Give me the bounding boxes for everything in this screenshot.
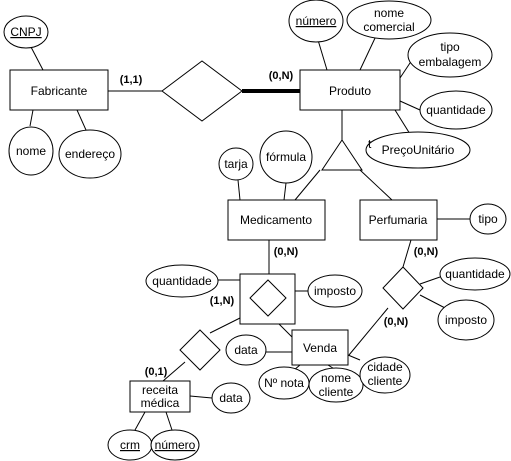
- attribute-tipo[interactable]: tipo: [469, 203, 507, 235]
- attribute-nome-label: nome: [16, 144, 46, 158]
- attribute-numero-receita[interactable]: número: [150, 429, 200, 461]
- attribute-tarja[interactable]: tarja: [218, 147, 254, 181]
- attribute-imposto-perf-label: imposto: [445, 313, 487, 327]
- attribute-cnpj-label: CNPJ: [10, 25, 41, 39]
- attribute-n-nota[interactable]: Nº nota: [258, 366, 310, 400]
- entity-medicamento-label: Medicamento: [240, 213, 312, 227]
- attribute-nome-cliente[interactable]: nome cliente: [308, 367, 364, 403]
- attribute-imposto-perf[interactable]: imposto: [437, 299, 495, 341]
- attribute-data-venda-label: data: [234, 343, 258, 357]
- entity-perfumaria-label: Perfumaria: [369, 213, 428, 227]
- entity-produto-label: Produto: [329, 84, 371, 98]
- entity-venda[interactable]: Venda: [291, 329, 349, 366]
- attribute-data-venda[interactable]: data: [225, 334, 267, 366]
- attribute-cidade-cliente-line2: cliente: [368, 374, 403, 388]
- attribute-formula-label: fórmula: [266, 150, 306, 164]
- attribute-quantidade-perf[interactable]: quantidade: [439, 257, 511, 291]
- attribute-quantidade-label: quantidade: [426, 103, 486, 117]
- attribute-cidade-cliente-line1: cidade: [367, 360, 403, 374]
- attribute-data-receita[interactable]: data: [211, 382, 251, 414]
- entity-receita-line1: receita: [142, 383, 178, 397]
- attribute-preco-unitario-label: PreçoUnitário: [382, 143, 455, 157]
- attribute-numero-produto[interactable]: número: [288, 0, 344, 43]
- attribute-quantidade-med[interactable]: quantidade: [145, 264, 219, 298]
- attribute-endereco[interactable]: endereço: [58, 129, 122, 179]
- specialization-triangle[interactable]: [321, 139, 363, 171]
- cardinality-produto: (0,N): [269, 70, 294, 82]
- cardinality-receita: (0,1): [145, 366, 168, 378]
- cardinality-venda-med: (1,N): [210, 295, 235, 307]
- relationship-receita-venda[interactable]: [179, 329, 221, 371]
- cardinality-venda-perf: (0,N): [384, 316, 409, 328]
- entity-receita-line2: médica: [141, 396, 180, 410]
- attribute-nome-comercial-line1: nome: [374, 6, 404, 20]
- attribute-quantidade-med-label: quantidade: [152, 274, 212, 288]
- attribute-crm[interactable]: crm: [107, 429, 153, 461]
- attribute-imposto-med-label: imposto: [314, 284, 356, 298]
- entity-medicamento[interactable]: Medicamento: [227, 199, 326, 241]
- attribute-tipo-embalagem[interactable]: tipo embalagem: [407, 32, 493, 78]
- attribute-tarja-label: tarja: [224, 157, 248, 171]
- attribute-cnpj[interactable]: CNPJ: [3, 15, 49, 49]
- attribute-nome-cliente-line1: nome: [321, 371, 351, 385]
- entity-fabricante[interactable]: Fabricante: [9, 69, 109, 111]
- cardinality-fabricante: (1,1): [120, 74, 143, 86]
- attribute-quantidade-produto[interactable]: quantidade: [419, 90, 493, 130]
- relationship-medicamento-venda[interactable]: [239, 273, 296, 325]
- entity-venda-label: Venda: [303, 341, 337, 355]
- attribute-tipo-label: tipo: [478, 212, 498, 226]
- attribute-preco-unitario[interactable]: PreçoUnitário: [365, 131, 471, 169]
- attribute-tipo-embalagem-line1: tipo: [440, 40, 460, 54]
- relationship-perfumaria-venda[interactable]: [382, 266, 424, 310]
- relationship-fabricante-produto[interactable]: [161, 60, 243, 122]
- entity-receita-medica[interactable]: receita médica: [129, 380, 191, 413]
- attribute-crm-label: crm: [120, 438, 140, 452]
- attribute-nome-comercial[interactable]: nome comercial: [346, 0, 432, 40]
- entity-fabricante-label: Fabricante: [31, 84, 88, 98]
- attribute-numero-receita-label: número: [155, 438, 196, 452]
- cardinality-perfumaria: (0,N): [414, 246, 439, 258]
- entity-perfumaria[interactable]: Perfumaria: [359, 199, 438, 241]
- attribute-cidade-cliente[interactable]: cidade cliente: [359, 356, 411, 394]
- attribute-nome-comercial-line2: comercial: [363, 20, 414, 34]
- attribute-data-receita-label: data: [219, 391, 243, 405]
- attribute-imposto-med[interactable]: imposto: [307, 274, 363, 308]
- attribute-quantidade-perf-label: quantidade: [445, 267, 505, 281]
- cardinality-medicamento: (0,N): [274, 246, 299, 258]
- specialization-label: t: [368, 137, 372, 151]
- attribute-endereco-label: endereço: [65, 147, 115, 161]
- attribute-n-nota-label: Nº nota: [264, 376, 304, 390]
- attribute-nome-fabricante[interactable]: nome: [8, 126, 54, 176]
- attribute-numero-label: número: [296, 14, 337, 28]
- connector-lines: [29, 35, 472, 431]
- attribute-formula[interactable]: fórmula: [259, 130, 313, 184]
- attribute-nome-cliente-line2: cliente: [319, 385, 354, 399]
- entity-produto[interactable]: Produto: [299, 69, 401, 111]
- attribute-tipo-embalagem-line2: embalagem: [419, 55, 482, 69]
